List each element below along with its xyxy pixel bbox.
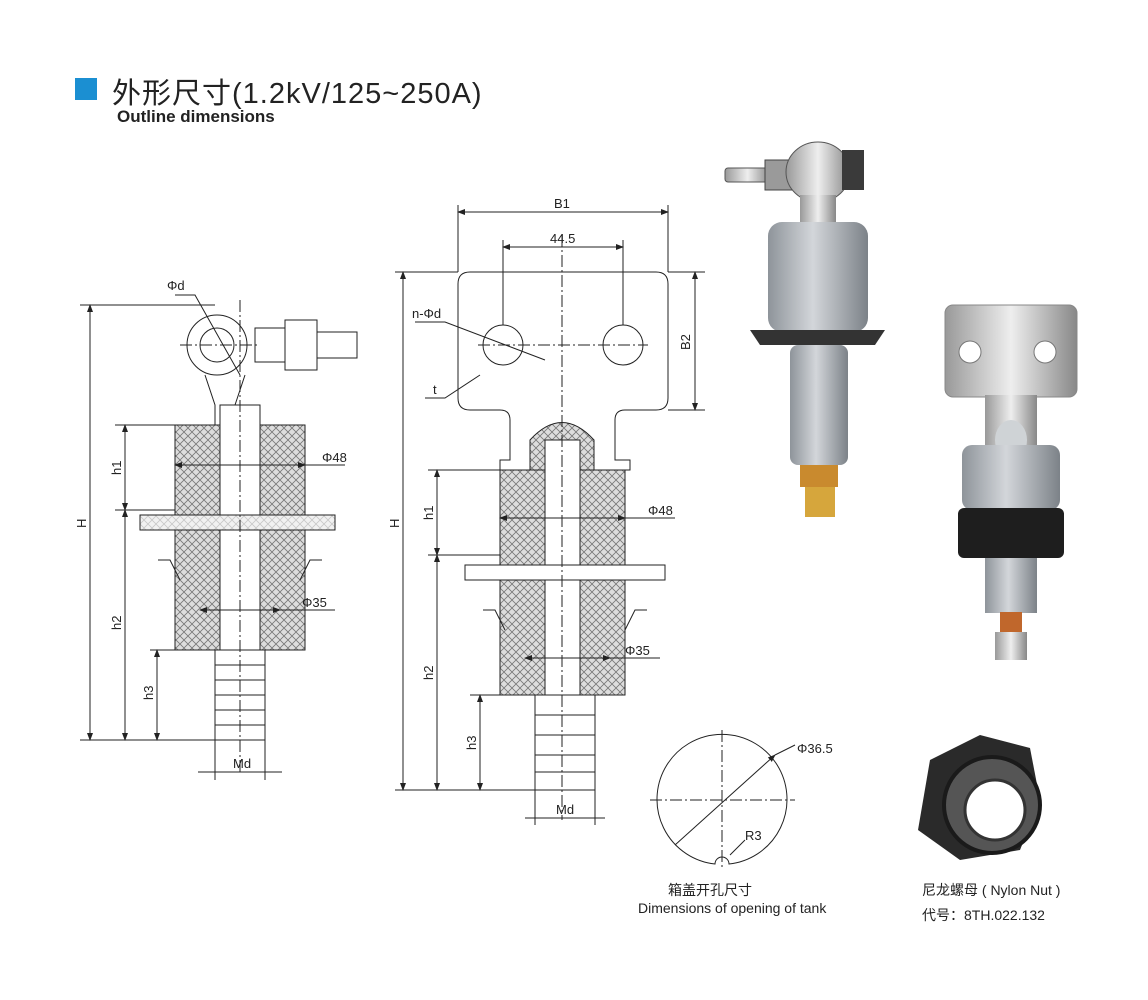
page-title: 外形尺寸(1.2kV/125~250A) <box>112 78 483 110</box>
label-h2: h2 <box>421 666 436 680</box>
label-Md: Md <box>233 756 251 771</box>
tank-opening-caption-en: Dimensions of opening of tank <box>638 900 827 916</box>
label-t: t <box>433 382 437 397</box>
bushing-photo-flat-plate <box>944 304 1078 660</box>
label-H: H <box>387 519 402 528</box>
label-phi36-5: Φ36.5 <box>797 741 833 756</box>
middle-dimension-labels: B1 44.5 B2 n-Φd t Φ48 Φ35 H h1 h2 h3 Md <box>387 196 693 817</box>
label-h3: h3 <box>141 686 156 700</box>
left-cross-section-drawing <box>80 294 358 780</box>
tank-opening-drawing <box>650 730 796 870</box>
bushing-photo-eye-terminal <box>724 141 885 517</box>
label-phi35: Φ35 <box>625 643 650 658</box>
label-phi-d: Φd <box>167 278 185 293</box>
label-phi48: Φ48 <box>648 503 673 518</box>
label-h3: h3 <box>464 736 479 750</box>
label-B1: B1 <box>554 196 570 211</box>
nylon-nut-caption: 尼龙螺母 ( Nylon Nut ) <box>922 882 1061 898</box>
left-dimension-labels: Φd Φ48 Φ35 H h1 h2 h3 Md <box>74 278 347 771</box>
nylon-nut-code: 代号：8TH.022.132 <box>922 907 1045 923</box>
label-phi35: Φ35 <box>302 595 327 610</box>
label-phi48: Φ48 <box>322 450 347 465</box>
label-H: H <box>74 519 89 528</box>
nylon-nut-photo <box>918 735 1042 860</box>
page-subtitle: Outline dimensions <box>117 107 275 126</box>
middle-cross-section-drawing <box>395 205 705 825</box>
label-B2: B2 <box>678 334 693 350</box>
label-44-5: 44.5 <box>550 231 575 246</box>
label-Md: Md <box>556 802 574 817</box>
label-h2: h2 <box>109 616 124 630</box>
section-marker <box>75 78 97 100</box>
label-R3: R3 <box>745 828 762 843</box>
label-h1: h1 <box>421 506 436 520</box>
label-h1: h1 <box>109 461 124 475</box>
tank-opening-caption-cn: 箱盖开孔尺寸 <box>668 882 752 898</box>
label-n-phi-d: n-Φd <box>412 306 441 321</box>
